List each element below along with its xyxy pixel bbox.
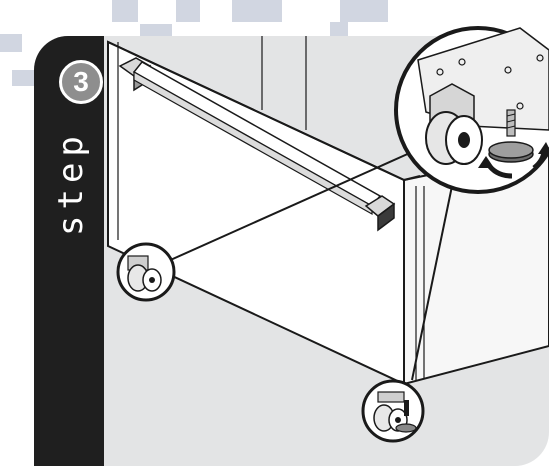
caster-zoom-detail <box>394 26 549 194</box>
step-label: step <box>51 130 91 236</box>
towel-bar <box>118 57 396 232</box>
right-caster-callout <box>361 379 425 443</box>
step-tab <box>34 36 104 466</box>
left-caster-callout <box>116 242 176 302</box>
curved-rotation-arrows-icon <box>478 142 549 179</box>
step-number-badge: 3 <box>59 60 103 104</box>
